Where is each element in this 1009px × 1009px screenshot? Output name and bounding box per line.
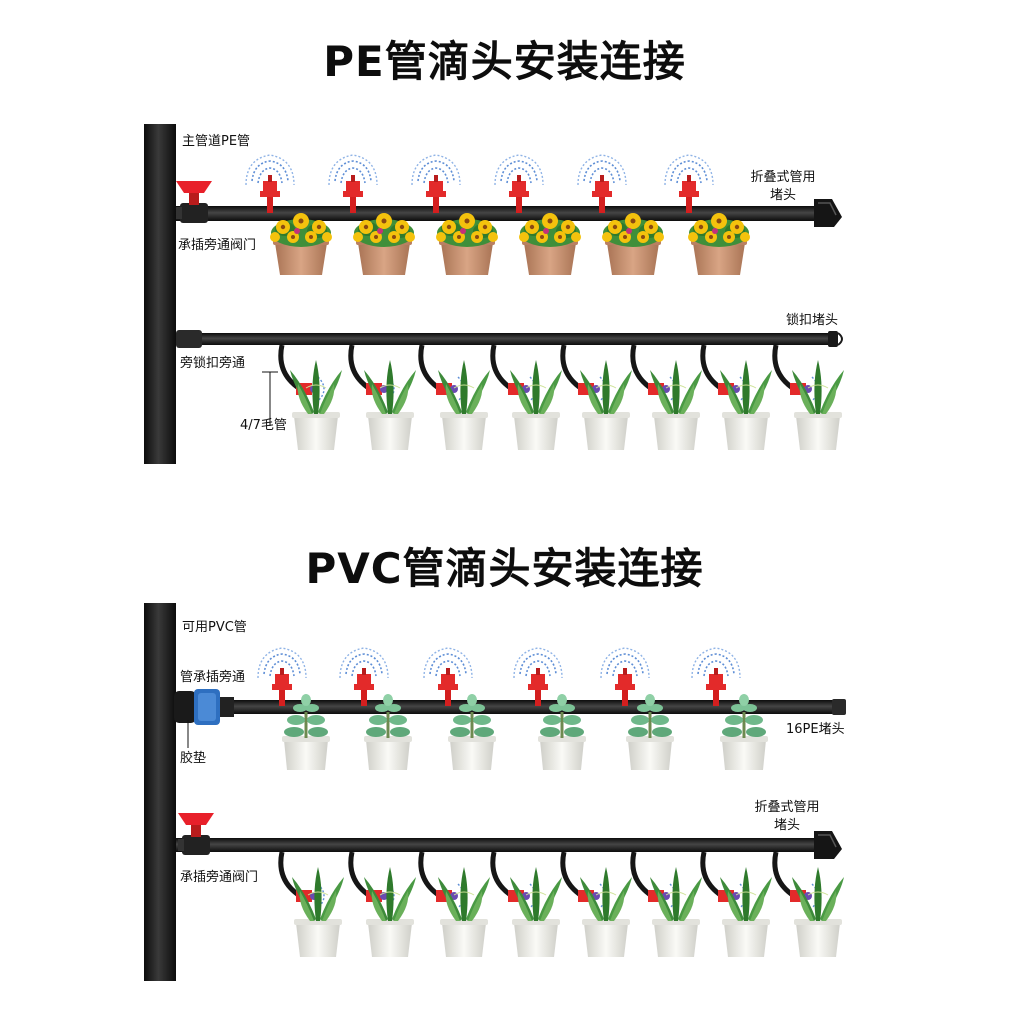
dripper-icon [423,647,473,707]
pe-row1-pipe [176,206,828,221]
snake-plant-pot-icon [291,866,345,958]
dripper-icon [257,647,307,707]
snake-plant-pot-icon [649,359,703,451]
dripper-icon [245,154,295,214]
flower-pot-icon [270,213,332,275]
valve-label: 承插旁通阀门 [178,238,257,253]
pvc-row2-pipe [176,838,828,852]
pvc-section-title: PVC管滴头安装连接 [305,544,704,593]
lock-cap-label: 锁扣堵头 [786,313,839,328]
pe-row1-flowerpots [270,213,750,275]
pvc-main-pipe [144,603,176,981]
pe-cap-label: 16PE堵头 [786,722,845,737]
dripper-icon [577,154,627,214]
end-cap-label-line1: 折叠式管用 [750,170,816,185]
dripper-icon [600,647,650,707]
pvc-pipe-label: 可用PVC管 [182,620,247,635]
lock-cap-icon [828,331,843,347]
snake-plant-pot-icon [509,359,563,451]
pvc-end-cap-label-line2: 堵头 [773,818,800,833]
snake-plant-pot-icon [363,866,417,958]
snake-plant-pot-icon [719,359,773,451]
dripper-icon [494,154,544,214]
lock-bypass-label: 旁锁扣旁通 [180,356,246,371]
end-cap-icon [813,830,843,860]
flower-pot-icon [436,213,498,275]
capillary-label: 4/7毛管 [240,418,287,433]
valve-icon [178,813,214,855]
snake-plant-pot-icon [791,866,845,958]
pe-main-pipe [144,124,176,464]
pe-row2-pipe [176,330,831,348]
pvc-row1-drippers [257,647,741,707]
pe-row1-drippers [245,154,714,214]
gasket-connector-icon [174,689,234,725]
snake-plant-pot-icon [579,866,633,958]
snake-plant-pot-icon [719,866,773,958]
valve-icon [176,181,212,223]
snake-plant-pot-icon [509,866,563,958]
snake-plant-pot-icon [649,866,703,958]
pe-section-title: PE管滴头安装连接 [323,37,686,86]
dripper-icon [513,647,563,707]
pvc-valve-label: 承插旁通阀门 [180,870,259,885]
dripper-icon [664,154,714,214]
snake-plant-pot-icon [363,359,417,451]
snake-plant-pot-icon [437,866,491,958]
gasket-label: 胶垫 [180,751,207,766]
dripper-icon [411,154,461,214]
dripper-icon [328,154,378,214]
flower-pot-icon [688,213,750,275]
flower-pot-icon [353,213,415,275]
bypass-label: 管承插旁通 [180,670,246,685]
end-cap-label-line2: 堵头 [769,188,796,203]
snake-plant-pot-icon [791,359,845,451]
flower-pot-icon [602,213,664,275]
snake-plant-pot-icon [289,359,343,451]
flower-pot-icon [519,213,581,275]
snake-plant-pot-icon [579,359,633,451]
snake-plant-pot-icon [437,359,491,451]
main-pipe-label: 主管道PE管 [182,134,251,149]
dripper-icon [691,647,741,707]
dripper-icon [339,647,389,707]
pvc-end-cap-label-line1: 折叠式管用 [754,800,820,815]
